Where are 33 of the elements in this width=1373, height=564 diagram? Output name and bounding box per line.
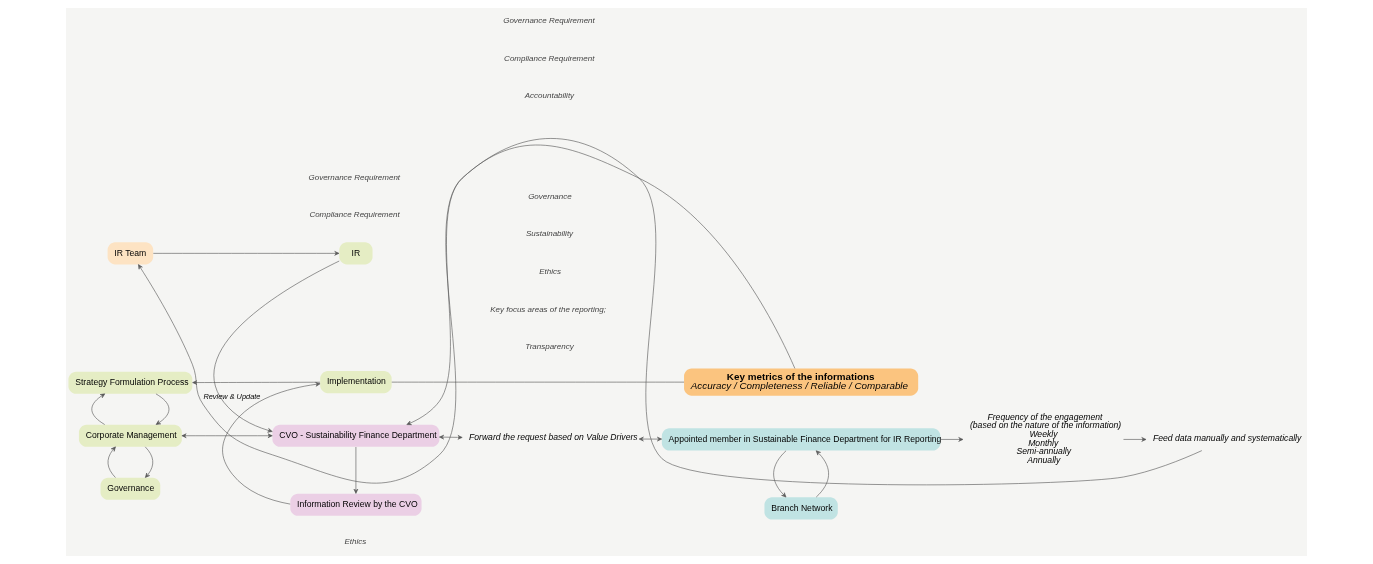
arrow [439, 434, 463, 440]
arrow [353, 446, 359, 494]
arrow [155, 393, 170, 425]
arrow [773, 450, 787, 498]
arrow [940, 437, 964, 442]
arrow [107, 446, 116, 478]
node-box: Corporate Management [78, 424, 182, 447]
node-box: Information Review by the CVO [290, 493, 422, 516]
arrow [91, 393, 106, 425]
arrow [153, 251, 340, 256]
arrow [144, 446, 154, 478]
node-text: Forward the request based on Value Drivers [468, 432, 638, 443]
arrow [222, 382, 321, 505]
connector [391, 381, 685, 383]
node-box: Branch Network [764, 497, 838, 520]
arrow [192, 380, 321, 385]
arrow [638, 436, 662, 442]
node-text: Feed data manually and systematically [1152, 433, 1302, 444]
node-box: Governance [100, 477, 161, 500]
node-box: Strategy Formulation Process [68, 371, 193, 394]
node-text: Frequency of the engagement (based on the nature of the information) Weekly Monthly Semi-annually Annually [969, 411, 1122, 465]
arrow [406, 138, 1203, 486]
node-box: CVO - Sustainability Finance Department [272, 424, 440, 447]
arrow [138, 144, 796, 484]
node-box: Implementation [320, 371, 392, 394]
node-box: IR Team [107, 242, 154, 265]
arrow [815, 450, 829, 498]
arrow [181, 433, 273, 438]
arrow [1123, 437, 1147, 442]
node-box: IR [339, 242, 373, 265]
node-box: Key metrics of the informations Accuracy / Completeness / Reliable / Comparable [684, 368, 919, 396]
arrow [213, 260, 340, 433]
node-box: Appointed member in Sustainable Finance Department for IR Reporting [661, 428, 941, 451]
